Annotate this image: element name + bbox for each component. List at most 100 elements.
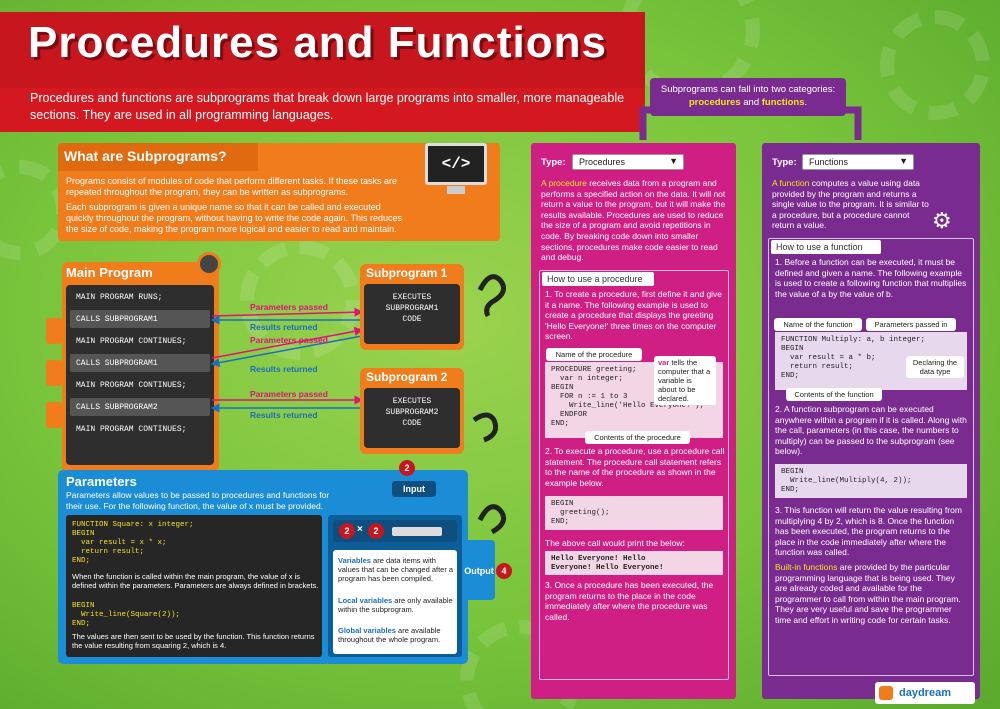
gears-icon: ⚙	[932, 208, 952, 233]
cable-decoration	[477, 274, 507, 318]
category-bracket-right	[843, 106, 862, 140]
function-panel	[762, 143, 980, 699]
page-title: Procedures and Functions	[28, 18, 607, 67]
function-intro: A function computes a value using data p…	[772, 178, 932, 231]
procedure-step-1: 1. To create a procedure, first define i…	[545, 289, 723, 342]
var-callout-def: tells the computer that a variable is ab…	[658, 358, 711, 403]
knob-icon	[197, 252, 221, 276]
input-label: Input	[392, 481, 436, 497]
cable-decoration	[477, 504, 507, 535]
subprogram2-code-line: EXECUTES	[392, 397, 432, 406]
intro-text: Procedures and functions are subprograms…	[30, 91, 625, 122]
subprograms-title: What are Subprograms?	[64, 148, 227, 164]
function-type-select[interactable]: Functions ▼	[802, 154, 914, 170]
main-program-title: Main Program	[66, 265, 153, 280]
main-program-row: MAIN PROGRAM CONTINUES;	[76, 337, 187, 346]
logo-icon	[879, 686, 893, 700]
multiply-sign: ×	[357, 524, 363, 535]
category-bracket-left	[639, 106, 653, 140]
main-program-row: MAIN PROGRAM RUNS;	[76, 293, 163, 302]
output-value-badge: 4	[496, 563, 512, 579]
subprogram1-code-line: EXECUTES	[392, 293, 432, 302]
side-tab	[46, 360, 62, 386]
procedure-intro: A procedure receives data from a program…	[541, 178, 731, 263]
main-program-row: MAIN PROGRAM CONTINUES;	[76, 425, 187, 434]
function-how-title: How to use a function	[771, 240, 881, 254]
procedure-step-3: 3. Once a procedure has been executed, t…	[545, 580, 714, 622]
procedure-call-code: BEGIN greeting(); END;	[545, 496, 723, 530]
params-arrow	[211, 307, 364, 317]
function-step-3: 3. This function will return the value r…	[775, 505, 962, 558]
categories-dot: .	[804, 97, 808, 108]
subprogram2-code-line: SUBPROGRAM2	[385, 408, 439, 417]
function-call-code: BEGIN Write_line(Multiply(4, 2)); END;	[775, 464, 967, 498]
subprograms-title-strip	[58, 143, 258, 171]
procedure-how-box	[539, 270, 729, 680]
subprograms-paragraph-1: Programs consist of modules of code that…	[66, 176, 397, 197]
local-variables-term: Local variables	[338, 596, 393, 605]
local-variables-text: Local variables are only available withi…	[338, 596, 454, 614]
params-passed-label: Parameters passed	[250, 389, 328, 399]
dropdown-triangle-icon: ▼	[669, 156, 678, 166]
subprogram1-title: Subprogram 1	[366, 266, 448, 280]
results-returned-label: Results returned	[250, 322, 318, 332]
variables-term: Variables	[338, 556, 371, 565]
parameters-code-panel	[66, 515, 322, 657]
input-value-badge: 2	[399, 460, 415, 476]
main-program-row: CALLS SUBPROGRAM2	[70, 398, 210, 416]
procedure-contents-callout: Contents of the procedure	[585, 431, 690, 444]
dropdown-triangle-icon: ▼	[899, 156, 908, 166]
categories-text: Subprograms can fall into two categories…	[650, 83, 846, 109]
builtin-functions-term: Built-in functions	[775, 562, 838, 572]
function-intro-term: A function	[772, 178, 810, 188]
procedure-type-label: Type:	[541, 157, 566, 168]
subprogram2-code-line: CODE	[402, 419, 422, 428]
subprogram1-code-line: CODE	[402, 315, 422, 324]
procedure-intro-term: A procedure	[541, 178, 587, 188]
procedure-intro-def: receives data from a program and perform…	[541, 178, 726, 263]
procedure-type-value: Procedures	[579, 157, 626, 167]
results-returned-label: Results returned	[250, 410, 318, 420]
square-call-code: BEGIN Write_line(Square(2)); END;	[72, 602, 181, 628]
categories-box	[650, 78, 846, 116]
variables-box	[333, 550, 457, 654]
results-arrow	[210, 335, 363, 368]
procedure-print-label: The above call would print the below:	[545, 538, 685, 548]
categories-line: Subprograms can fall into two categories…	[660, 84, 836, 95]
var-callout: var tells the computer that a variable i…	[654, 356, 716, 405]
subprogram1-code-line: SUBPROGRAM1	[385, 304, 439, 313]
subprogram1-screen: EXECUTES SUBPROGRAM1 CODE	[364, 284, 460, 344]
builtin-functions-text: Built-in functions are provided by the p…	[775, 562, 967, 626]
side-tab	[46, 402, 62, 428]
function-how-box	[768, 238, 974, 676]
monitor-stand	[447, 186, 465, 194]
function-type-value: Functions	[809, 157, 849, 167]
params-arrow	[211, 326, 364, 359]
var-callout-term: var	[658, 358, 670, 367]
main-program-row: CALLS SUBPROGRAM1	[70, 354, 210, 372]
procedure-output: Hello Everyone! Hello Everyone! Hello Ev…	[545, 551, 723, 575]
function-type-label: Type:	[772, 157, 797, 168]
params-passed-label: Parameters passed	[250, 335, 328, 345]
multiply-operand-a: 2	[339, 523, 355, 539]
local-variables-def: are only available within the subprogram…	[338, 596, 453, 614]
procedure-step-2: 2. To execute a procedure, use a procedu…	[545, 446, 725, 488]
function-type-callout: Declaring the data type	[906, 356, 964, 378]
parameters-text-2: The values are then sent to be used by t…	[72, 632, 315, 650]
global-variables-text: Global variables are available throughou…	[338, 626, 454, 644]
procedure-type-select[interactable]: Procedures ▼	[572, 154, 684, 170]
function-name-callout: Name of the function	[774, 318, 862, 331]
subprogram2-title: Subprogram 2	[366, 370, 448, 384]
square-function-code: FUNCTION Square: x integer; BEGIN var re…	[72, 521, 194, 565]
params-passed-label: Parameters passed	[250, 302, 328, 312]
parameters-text-1: When the function is called within the m…	[72, 572, 319, 590]
categories-and: and	[740, 97, 762, 108]
side-tab	[46, 318, 62, 344]
category-functions: functions	[761, 97, 805, 108]
results-returned-label: Results returned	[250, 364, 318, 374]
cable-decoration	[472, 412, 499, 443]
intro-banner	[0, 88, 645, 132]
code-monitor-icon: </>	[425, 143, 487, 185]
